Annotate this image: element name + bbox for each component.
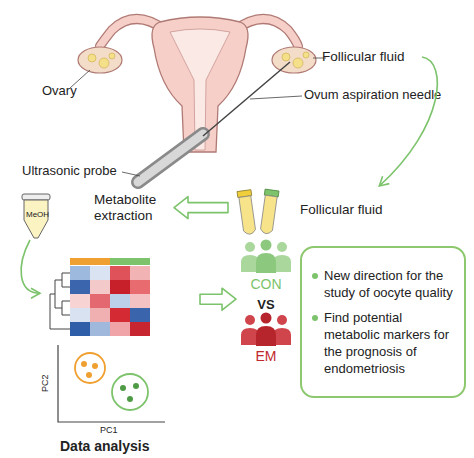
bullet-dot [312, 315, 318, 321]
bullet-text: Find potential metabolic markers for the… [324, 309, 456, 377]
cluster-outline [75, 353, 105, 383]
tube-cap [22, 194, 50, 200]
plot-axes [58, 345, 165, 422]
leader-line [250, 96, 302, 99]
heatmap-cell [130, 322, 150, 336]
test-tube [237, 190, 257, 236]
data-point [127, 396, 133, 402]
follicle [88, 54, 96, 62]
node-text: Metabolite extraction [94, 192, 174, 224]
heatmap-cell [110, 280, 130, 294]
text-node: Follicular fluid [322, 46, 422, 68]
follicle [282, 53, 290, 61]
bullet-dot [312, 273, 318, 279]
heatmap-cell [130, 308, 150, 322]
group-bar [70, 258, 110, 265]
dendrogram [50, 273, 70, 329]
curved-arrow [21, 240, 40, 293]
data-point [86, 372, 92, 378]
person-body [256, 326, 276, 346]
heatmap-cell [110, 322, 130, 336]
data-point [81, 361, 87, 367]
ovary [272, 47, 316, 73]
node-text: Data analysis [60, 438, 200, 455]
person-head [261, 240, 272, 251]
node-text: Follicular fluid [300, 202, 406, 218]
person-head [245, 242, 255, 252]
annotation-label: Ovary [42, 84, 77, 99]
heatmap-cell [90, 308, 110, 322]
heatmap-cell [70, 308, 90, 322]
heatmap-cell [110, 308, 130, 322]
test-tube [259, 189, 279, 235]
aspiration-needle [203, 62, 290, 136]
annotation-label: PC2 [40, 374, 50, 392]
heatmap-cell [110, 266, 130, 280]
people-icon [241, 313, 291, 347]
follicle [99, 58, 109, 68]
bullet-item: Find potential metabolic markers for the… [312, 309, 456, 377]
bullet-text: New direction for the study of oocyte qu… [324, 267, 456, 301]
curved-arrow [379, 57, 437, 186]
heatmap-cell [90, 322, 110, 336]
data-point [120, 385, 126, 391]
heatmap-cell [90, 280, 110, 294]
follicle [303, 52, 309, 58]
heatmap-cell [130, 266, 150, 280]
sample-node: Follicular fluid [228, 186, 406, 238]
heatmap-cell [70, 266, 90, 280]
node-text: EM [236, 348, 296, 365]
data-point [133, 383, 139, 389]
heatmap-cell [130, 294, 150, 308]
person-head [261, 313, 272, 324]
heatmap-cell [70, 280, 90, 294]
node-text: CON [236, 276, 296, 293]
conclusion-box: New direction for the study of oocyte qu… [300, 246, 466, 398]
bullet-item: New direction for the study of oocyte qu… [312, 267, 456, 301]
annotation-label: PC1 [100, 425, 118, 435]
heatmap-cell [70, 322, 90, 336]
block-arrow [200, 288, 236, 310]
annotation-label: MeOH [26, 210, 49, 219]
leader-line [122, 172, 140, 176]
annotation-label: Ovum aspiration needle [304, 88, 441, 103]
person-head [245, 315, 255, 325]
person-body [256, 253, 276, 273]
heatmap-cell [110, 294, 130, 308]
heatmap [70, 266, 150, 336]
ultrasonic-probe-body [138, 134, 203, 182]
test-tube-body [260, 195, 277, 234]
test-tube-body [239, 196, 256, 235]
follicle [109, 53, 115, 59]
cluster-outline [112, 374, 148, 410]
heatmap-cell [130, 280, 150, 294]
person-head [277, 315, 287, 325]
ovary [78, 47, 122, 73]
analysis-node: Data analysis [40, 252, 200, 458]
people-icon [241, 240, 291, 274]
follicle [293, 58, 303, 68]
ultrasonic-probe [138, 134, 203, 182]
person-head [277, 242, 287, 252]
comparison-node: CON VS EM [236, 238, 296, 374]
data-point [92, 363, 98, 369]
heatmap-cell [70, 294, 90, 308]
heatmap-cell [90, 266, 110, 280]
annotation-label: Ultrasonic probe [22, 164, 117, 179]
node-text: VS [236, 297, 296, 313]
group-bar [110, 258, 150, 265]
block-arrow [174, 197, 228, 219]
node-text: Follicular fluid [322, 49, 422, 65]
heatmap-cell [90, 294, 110, 308]
